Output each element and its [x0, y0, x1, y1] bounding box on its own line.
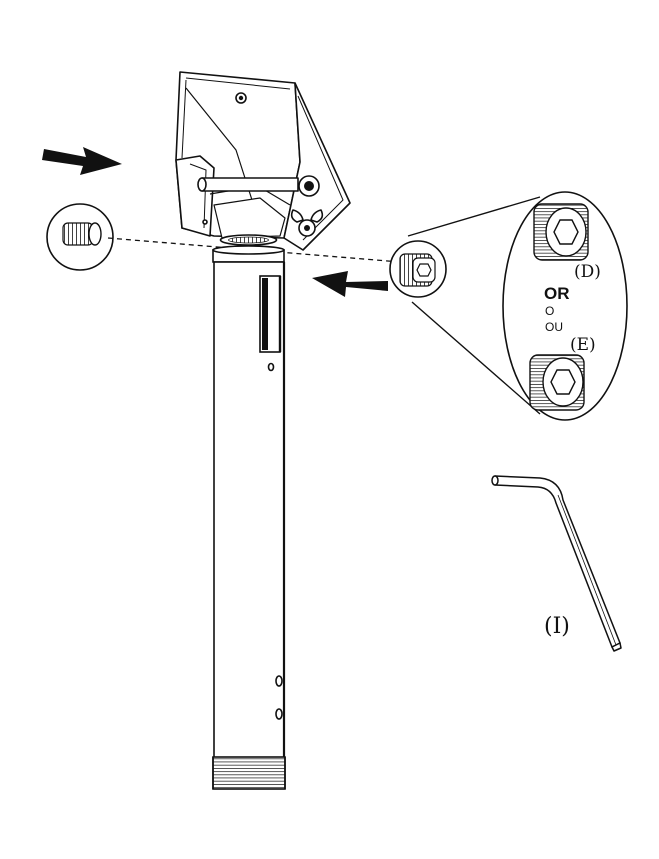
- push-arrow-right: [312, 271, 388, 297]
- push-arrow-left: [42, 147, 122, 175]
- label-or-fr: OU: [545, 320, 563, 334]
- label-part-e: (E): [570, 335, 596, 355]
- set-screw-callout-right: (D) OR O OU (E): [389, 191, 628, 421]
- label-or-es: O: [545, 304, 554, 318]
- set-screw-d-icon: [533, 203, 589, 261]
- label-or: OR: [544, 284, 570, 303]
- set-screw-e-icon: [529, 354, 585, 411]
- allen-key-icon: [491, 475, 622, 652]
- set-screw-callout-left: [46, 203, 114, 271]
- extension-pole: [212, 234, 286, 790]
- set-screw-icon: [62, 222, 102, 246]
- label-part-d: (D): [574, 262, 601, 282]
- mount-bracket: [175, 71, 351, 251]
- set-screw-small-icon: [399, 253, 436, 287]
- label-part-i: (I): [544, 614, 570, 639]
